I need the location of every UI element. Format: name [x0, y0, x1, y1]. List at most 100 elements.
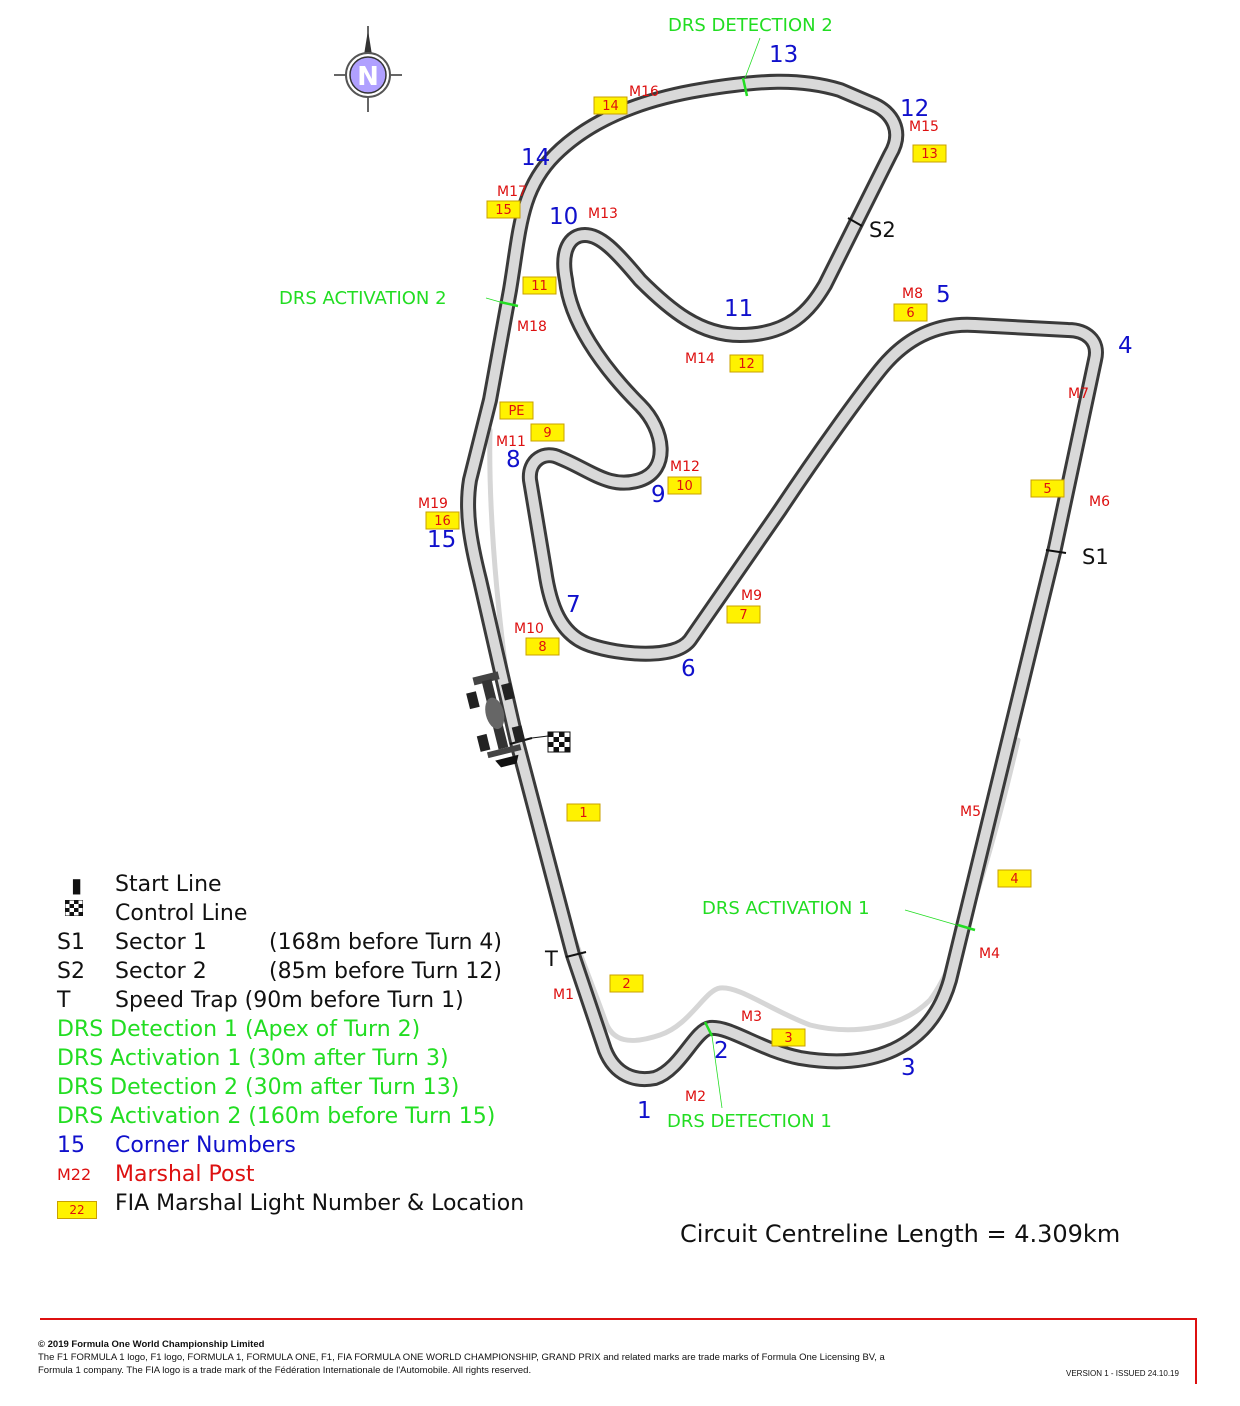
corner-number: 1	[637, 1098, 652, 1124]
drs-detection1-marker	[703, 1021, 714, 1037]
corner-number: 7	[566, 592, 581, 618]
corner-numbers: 1 2 3 4 5 6 7 8 9 10 11 12 13 14 15	[427, 42, 1133, 1124]
svg-text:7: 7	[739, 608, 747, 623]
compass-letter: N	[357, 62, 379, 92]
footer-copyright: © 2019 Formula One World Championship Li…	[38, 1339, 265, 1350]
marshal-post: M11	[496, 434, 526, 450]
marshal-light: 16	[425, 511, 460, 530]
marshal-lights: 1 2 3 4 5 6 7 8 9 10 11 12 13 14 15 16 P…	[425, 96, 1065, 1047]
drs-activation2-marker	[499, 300, 519, 308]
corner-number: 6	[681, 656, 696, 682]
compass-icon: N	[334, 26, 402, 112]
drs-activation2-leader	[485, 297, 501, 303]
footer-divider-vertical	[1195, 1318, 1197, 1384]
marshal-post: M3	[741, 1009, 762, 1025]
marshal-light: 13	[912, 144, 947, 163]
circuit-length: Circuit Centreline Length = 4.309km	[680, 1220, 1121, 1248]
footer-divider	[40, 1318, 1197, 1320]
start-line-icon: ▮	[71, 873, 83, 897]
legend-drs-activation2: DRS Activation 2 (160m before Turn 15)	[57, 1104, 496, 1129]
corner-number: 10	[549, 204, 578, 230]
svg-text:1: 1	[579, 806, 587, 821]
svg-text:2: 2	[622, 977, 630, 992]
svg-text:15: 15	[495, 203, 512, 218]
marshal-light: 9	[530, 423, 565, 442]
marshal-light: 8	[525, 637, 560, 656]
marshal-post: M10	[514, 621, 544, 637]
marshal-post: M17	[497, 184, 527, 200]
marshal-light: 11	[522, 276, 557, 295]
marshal-post: M12	[670, 459, 700, 475]
marshal-light: 14	[593, 96, 628, 115]
corner-number: 12	[900, 96, 929, 122]
marshal-light: 15	[486, 200, 521, 219]
checkered-flag-icon	[64, 897, 84, 923]
marshal-light: 5	[1030, 479, 1065, 498]
marshal-post: M2	[685, 1089, 706, 1105]
marshal-light: 4	[997, 869, 1032, 888]
marshal-post: M1	[553, 987, 574, 1003]
marshal-light: 3	[771, 1028, 806, 1047]
svg-text:12: 12	[738, 357, 755, 372]
marshal-post: M4	[979, 946, 1000, 962]
marshal-light-icon: 22	[57, 1201, 97, 1219]
marshal-light: 10	[667, 476, 702, 495]
drs-activation1-marker	[957, 923, 976, 932]
marshal-light: 6	[893, 303, 928, 322]
svg-text:PE: PE	[508, 404, 524, 419]
svg-text:16: 16	[434, 514, 451, 529]
legend-drs-detection1: DRS Detection 1 (Apex of Turn 2)	[57, 1017, 421, 1042]
drs-detection2-leader	[744, 37, 761, 79]
drs-detection1-leader	[711, 1035, 723, 1109]
corner-number: 14	[521, 145, 550, 171]
svg-text:6: 6	[906, 306, 914, 321]
sector2-line	[847, 217, 863, 227]
corner-number: 8	[506, 447, 521, 473]
drs-activation1-leader	[904, 909, 961, 927]
sector1-label: S1	[1082, 545, 1109, 569]
marshal-post: M19	[418, 496, 448, 512]
control-line-leader	[531, 735, 549, 739]
marshal-light: PE	[499, 401, 534, 420]
svg-text:8: 8	[538, 640, 546, 655]
drs-activation2-label: DRS ACTIVATION 2	[279, 288, 447, 309]
marshal-post: M8	[902, 286, 923, 302]
footer: © 2019 Formula One World Championship Li…	[38, 1338, 885, 1377]
marshal-post: M18	[517, 319, 547, 335]
svg-text:5: 5	[1043, 482, 1051, 497]
svg-text:4: 4	[1010, 872, 1018, 887]
race-track-surface	[463, 76, 1101, 1084]
footer-line1: The F1 FORMULA 1 logo, F1 logo, FORMULA …	[38, 1352, 885, 1363]
corner-number: 2	[714, 1038, 729, 1064]
marshal-post: M16	[629, 84, 659, 100]
drs-detection2-label: DRS DETECTION 2	[668, 15, 833, 36]
svg-text:10: 10	[676, 479, 693, 494]
marshal-post: M15	[909, 119, 939, 135]
legend-drs-detection2: DRS Detection 2 (30m after Turn 13)	[57, 1075, 460, 1100]
speed-trap-label: T	[544, 947, 558, 971]
marshal-light: 1	[566, 803, 601, 822]
checkered-flag-icon	[547, 731, 571, 753]
drs-detection2-marker	[741, 77, 749, 97]
corner-number: 4	[1118, 333, 1133, 359]
corner-number: 3	[901, 1055, 916, 1081]
marshal-post: M14	[685, 351, 715, 367]
marshal-post: M9	[741, 588, 762, 604]
svg-text:9: 9	[543, 426, 551, 441]
speed-trap-line	[565, 951, 587, 958]
marshal-post: M6	[1089, 494, 1110, 510]
corner-number: 9	[651, 482, 666, 508]
marshal-post: M7	[1068, 386, 1089, 402]
footer-line2: Formula 1 company. The FIA logo is a tra…	[38, 1365, 532, 1376]
race-car-icon	[466, 671, 526, 768]
sector1-line	[1045, 549, 1067, 554]
sector2-label: S2	[869, 218, 896, 242]
marshal-post: M13	[588, 206, 618, 222]
svg-text:11: 11	[531, 279, 548, 294]
marshal-post: M5	[960, 804, 981, 820]
corner-number: 5	[936, 282, 951, 308]
svg-text:13: 13	[921, 147, 938, 162]
svg-text:14: 14	[602, 99, 619, 114]
marshal-light: 7	[726, 605, 761, 624]
